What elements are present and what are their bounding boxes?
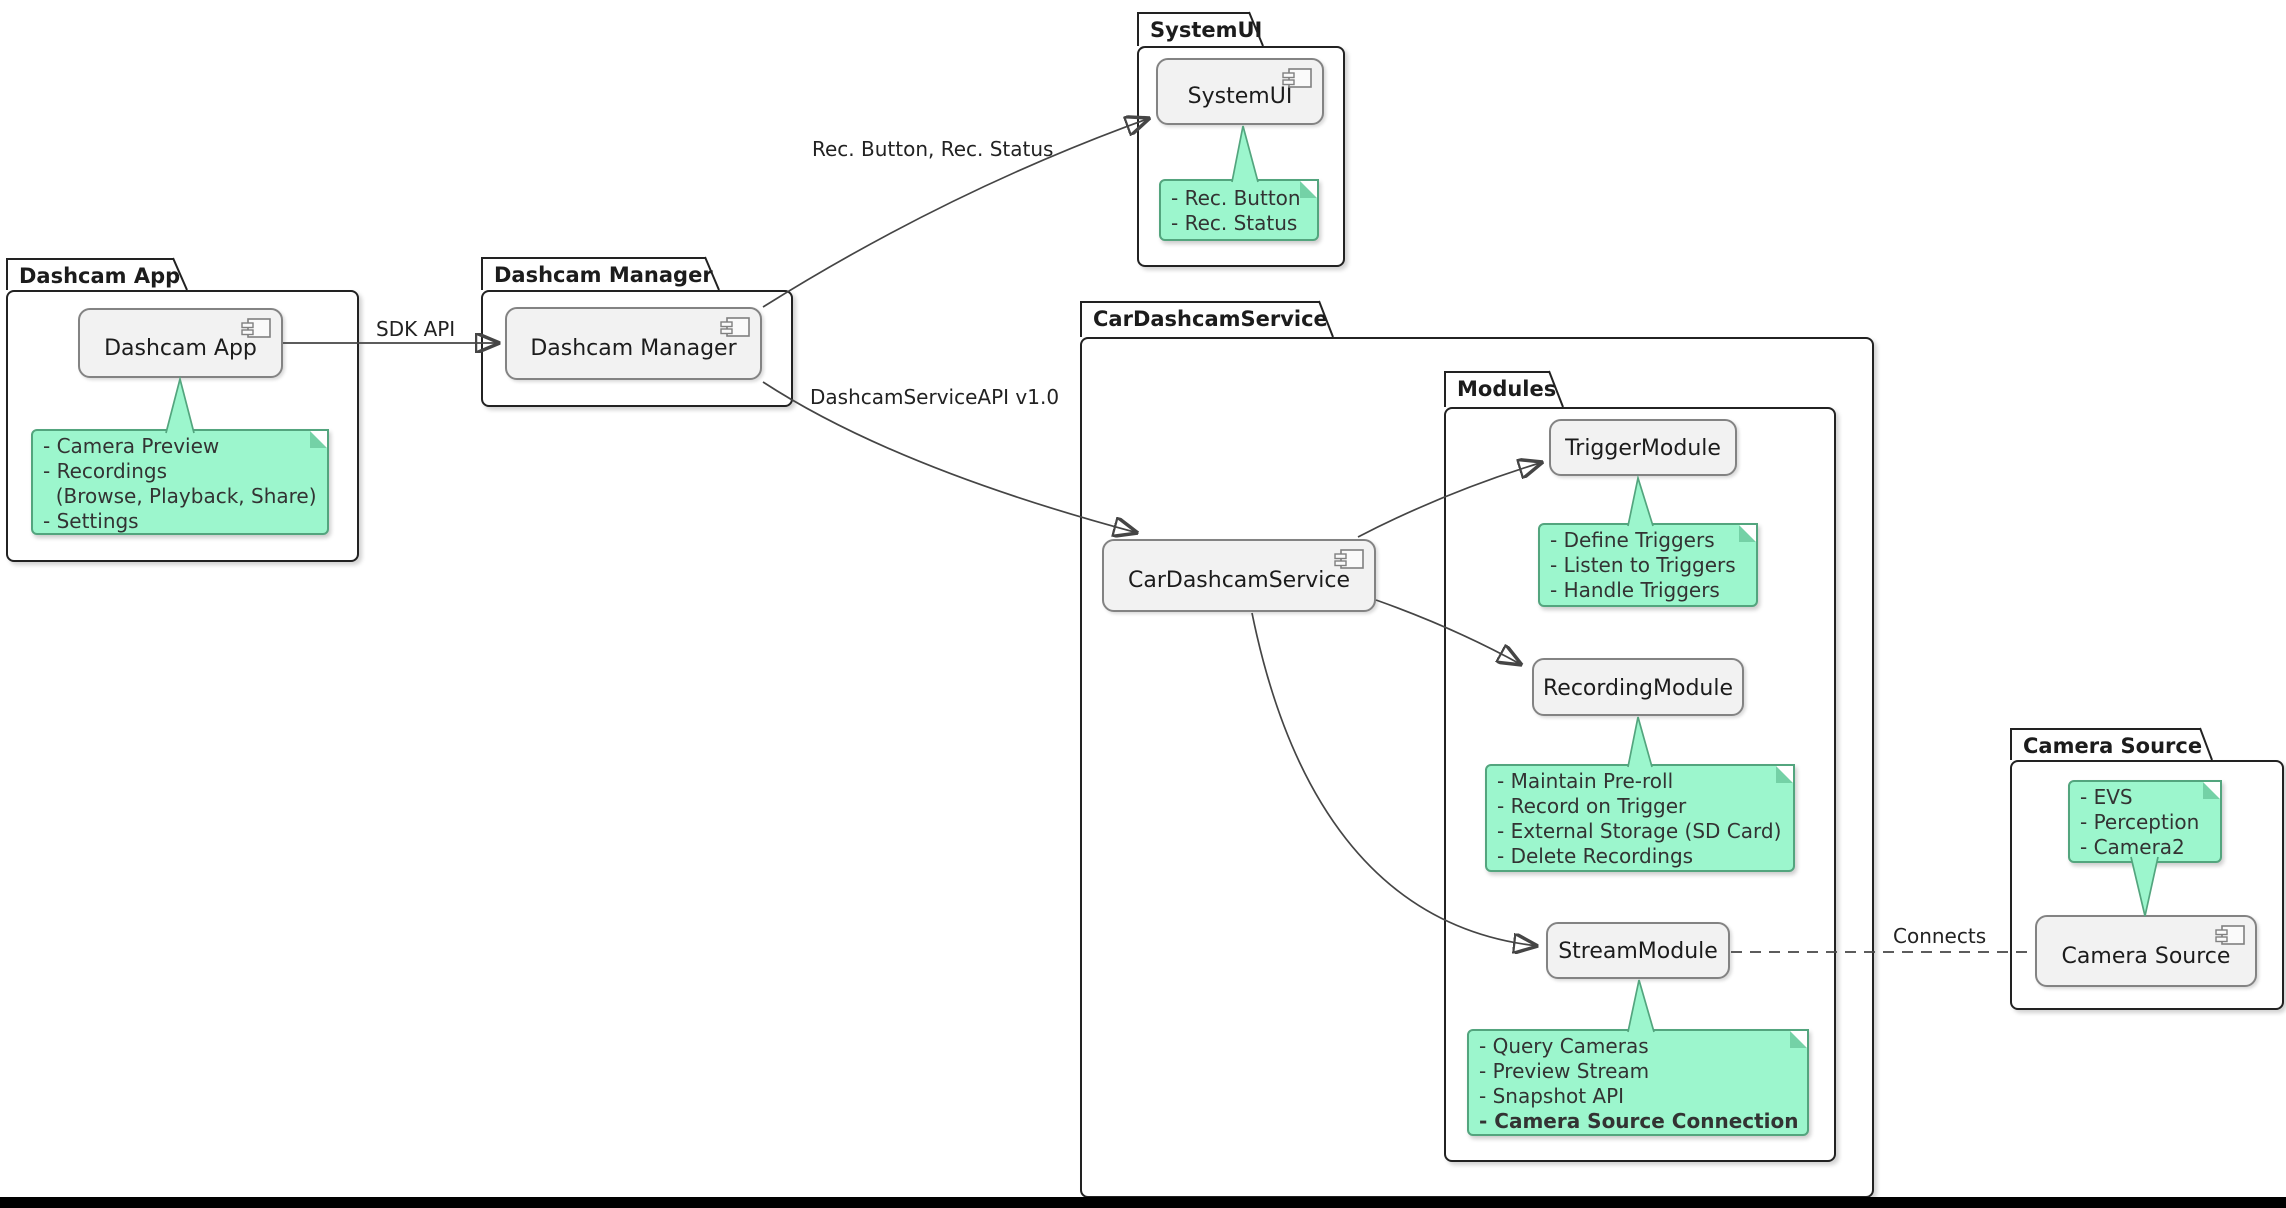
component-stream-module: StreamModule xyxy=(1546,922,1730,979)
component-systemui: SystemUI xyxy=(1156,58,1324,125)
component-dashcam-app: Dashcam App xyxy=(78,308,283,378)
package-tab-cardashcamservice: CarDashcamService xyxy=(1080,301,1328,337)
package-title-dashcam-app: Dashcam App xyxy=(19,264,181,288)
edge-label-connects: Connects xyxy=(1893,924,1987,948)
note-line: - Camera Preview xyxy=(43,434,220,458)
component-dashcam-manager: Dashcam Manager xyxy=(505,307,762,380)
note-line: - Define Triggers xyxy=(1550,528,1715,552)
package-title-dashcam-manager: Dashcam Manager xyxy=(494,263,713,287)
component-icon xyxy=(2213,923,2247,955)
component-icon xyxy=(239,316,273,348)
package-tab-camera-source: Camera Source xyxy=(2010,728,2203,760)
note-line: - Handle Triggers xyxy=(1550,578,1720,602)
package-title-modules: Modules xyxy=(1457,377,1557,401)
note-line: - EVS xyxy=(2080,785,2133,809)
note-line: - Camera2 xyxy=(2080,835,2185,859)
component-label: StreamModule xyxy=(1558,939,1718,964)
note-fold-corner xyxy=(1790,1031,1807,1048)
note-line: - Recordings xyxy=(43,459,168,483)
component-label: CarDashcamService xyxy=(1127,568,1351,593)
package-tab-modules: Modules xyxy=(1444,371,1556,407)
note-line: - Maintain Pre-roll xyxy=(1497,769,1674,793)
component-camera-source: Camera Source xyxy=(2035,915,2257,987)
note-line: - Listen to Triggers xyxy=(1550,553,1736,577)
package-tab-systemui: SystemUI xyxy=(1137,12,1262,46)
note-line: - Record on Trigger xyxy=(1497,794,1687,818)
component-icon xyxy=(718,315,752,347)
package-title-camera-source: Camera Source xyxy=(2023,734,2203,758)
package-tab-dashcam-manager: Dashcam Manager xyxy=(481,257,713,290)
bottom-edge-bar xyxy=(0,1197,2286,1208)
note-line: - Query Cameras xyxy=(1479,1034,1649,1058)
note-camera-source: - EVS - Perception - Camera2 xyxy=(2068,780,2222,863)
note-trigger-module: - Define Triggers - Listen to Triggers -… xyxy=(1538,523,1758,607)
component-icon xyxy=(1332,547,1366,579)
note-recording-module: - Maintain Pre-roll - Record on Trigger … xyxy=(1485,764,1795,872)
note-line: - Rec. Status xyxy=(1171,211,1298,235)
note-systemui: - Rec. Button - Rec. Status xyxy=(1159,179,1319,241)
component-cardashcamservice: CarDashcamService xyxy=(1102,539,1376,612)
note-dashcam-app: - Camera Preview - Recordings (Browse, P… xyxy=(31,429,329,535)
note-stream-module: - Query Cameras - Preview Stream - Snaps… xyxy=(1467,1029,1809,1136)
component-label: Dashcam App xyxy=(104,335,257,361)
component-label: SystemUI xyxy=(1187,84,1293,109)
note-fold-corner xyxy=(1776,766,1793,783)
package-title-systemui: SystemUI xyxy=(1150,18,1263,42)
note-fold-corner xyxy=(310,431,327,448)
component-trigger-module: TriggerModule xyxy=(1549,419,1737,476)
note-line: - Preview Stream xyxy=(1479,1059,1650,1083)
component-label: TriggerModule xyxy=(1565,436,1721,461)
note-line: - Rec. Button xyxy=(1171,186,1301,210)
note-line: - Delete Recordings xyxy=(1497,844,1694,868)
package-tab-dashcam-app: Dashcam App xyxy=(6,258,180,290)
note-line: - Snapshot API xyxy=(1479,1084,1625,1108)
note-line: - Perception xyxy=(2080,810,2200,834)
note-line: - Settings xyxy=(43,509,139,533)
edge-label-rec-button-status: Rec. Button, Rec. Status xyxy=(812,137,1054,161)
component-label: Dashcam Manager xyxy=(530,336,737,361)
note-fold-corner xyxy=(1739,525,1756,542)
component-label: RecordingModule xyxy=(1542,675,1734,701)
edge-label-dashcam-service-api: DashcamServiceAPI v1.0 xyxy=(810,385,1060,409)
note-line: - External Storage (SD Card) xyxy=(1497,819,1782,843)
package-title-cardashcamservice: CarDashcamService xyxy=(1093,307,1328,331)
component-icon xyxy=(1280,66,1314,98)
note-line: (Browse, Playback, Share) xyxy=(43,484,317,508)
note-fold-corner xyxy=(2203,782,2220,799)
note-line: - Camera Source Connection xyxy=(1479,1109,1799,1133)
component-label: Camera Source xyxy=(2061,943,2231,969)
note-fold-corner xyxy=(1300,181,1317,198)
component-recording-module: RecordingModule xyxy=(1532,658,1744,716)
edge-label-sdk-api: SDK API xyxy=(376,317,456,341)
